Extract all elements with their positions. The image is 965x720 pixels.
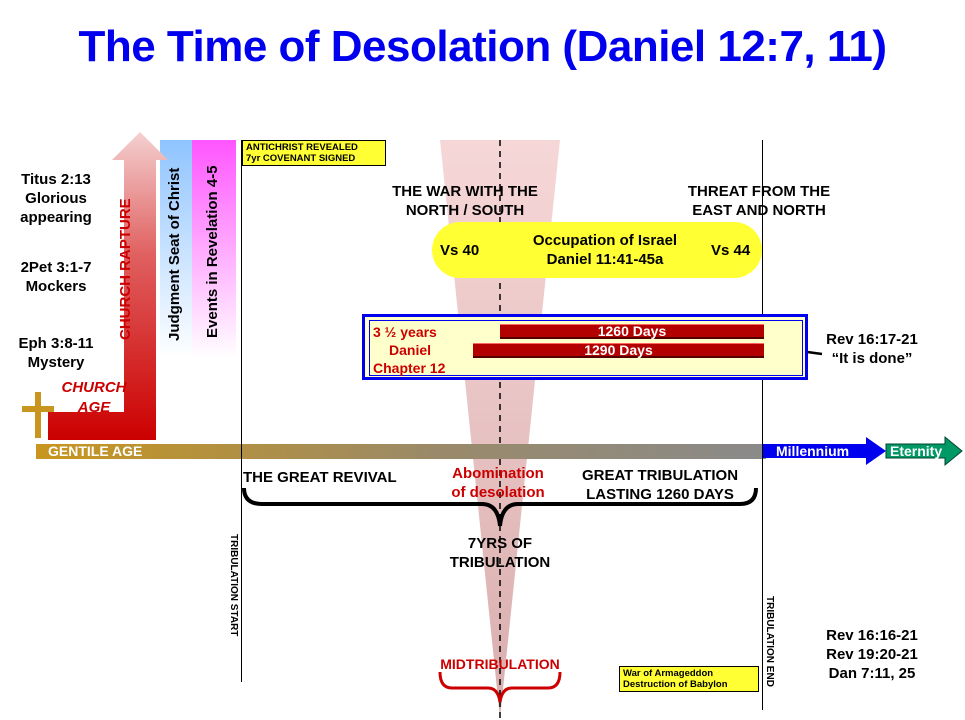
tribulation-start-line	[241, 140, 242, 682]
millennium-label: Millennium	[776, 443, 850, 459]
daniel-label: Daniel	[389, 342, 432, 358]
vs44-label: Vs 44	[711, 242, 751, 259]
eternity-label: Eternity	[890, 443, 943, 459]
tribulation-end-line	[762, 140, 763, 710]
great-revival-label: THE GREAT REVIVAL	[243, 469, 397, 486]
cross-icon	[22, 392, 56, 438]
three-half-years: 3 ½ years	[373, 324, 437, 340]
vs40-label: Vs 40	[440, 242, 480, 259]
daniel-12-box: 3 ½ years Daniel Chapter 12 1260 Days 12…	[362, 314, 808, 380]
gentile-age-label: GENTILE AGE	[48, 443, 143, 459]
page-title: The Time of Desolation (Daniel 12:7, 11)	[78, 22, 887, 71]
judgment-seat-label: Judgment Seat of Christ	[166, 167, 183, 341]
bar-1290-days: 1290 Days	[473, 343, 764, 358]
church-rapture-label: CHURCH RAPTURE	[117, 198, 134, 340]
midtribulation-label: MIDTRIBULATION	[440, 656, 560, 672]
rev-16-17-label: Rev 16:17-21“It is done”	[826, 331, 918, 367]
tribulation-start-label: TRIBULATION START	[228, 534, 239, 637]
tribulation-end-label: TRIBULATION END	[764, 596, 775, 687]
bar-1260-days: 1260 Days	[500, 324, 764, 339]
events-revelation-label: Events in Revelation 4-5	[204, 165, 221, 339]
chapter-12-label: Chapter 12	[373, 360, 446, 376]
